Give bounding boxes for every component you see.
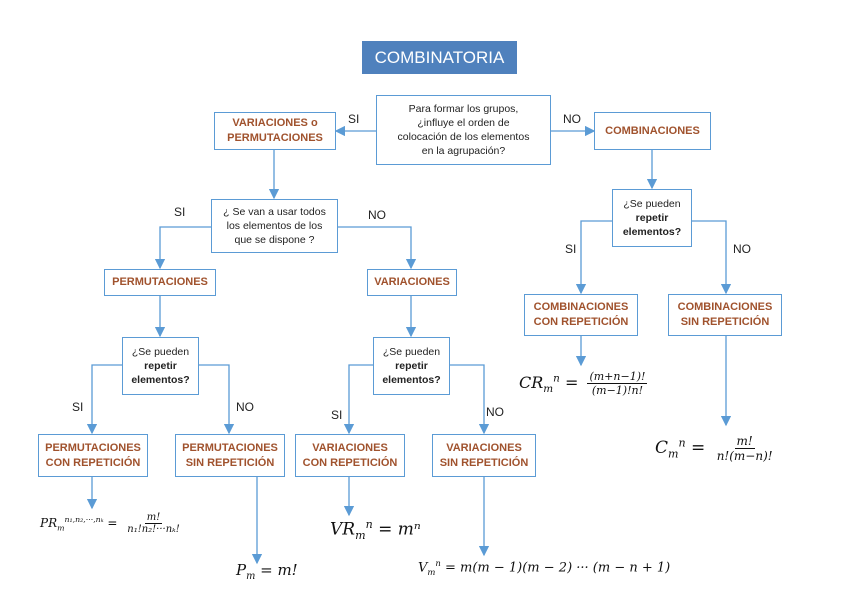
label-si-root: SI bbox=[348, 112, 360, 126]
formula-combinaciones-sin-repeticion: Cmn = m! n!(m−n)! bbox=[655, 434, 773, 463]
question-perm-repetir: ¿Se pueden repetir elementos? bbox=[122, 337, 199, 395]
node-combinaciones: COMBINACIONES bbox=[594, 112, 711, 150]
label-no-root: NO bbox=[563, 112, 581, 126]
node-variaciones-o-permutaciones: VARIACIONES o PERMUTACIONES bbox=[214, 112, 336, 150]
edge-qvar-si bbox=[343, 364, 373, 435]
question-root-line-4: en la agrupación? bbox=[421, 145, 506, 158]
question-var-repetir: ¿Se pueden repetir elementos? bbox=[373, 337, 450, 395]
label-si-var: SI bbox=[331, 408, 343, 422]
question-root: Para formar los grupos, ¿influye el orde… bbox=[376, 95, 551, 165]
question-todos-line-1: ¿ Se van a usar todos bbox=[223, 205, 326, 218]
edge-todos-no bbox=[338, 226, 417, 270]
label-no-var: NO bbox=[486, 405, 504, 419]
node-variaciones-con-repeticion: VARIACIONES CON REPETICIÓN bbox=[295, 434, 405, 477]
node-combinaciones-sin-repeticion: COMBINACIONES SIN REPETICIÓN bbox=[668, 294, 782, 336]
node-permutaciones-con-repeticion: PERMUTACIONES CON REPETICIÓN bbox=[38, 434, 148, 477]
edge-qcomb-si bbox=[575, 220, 612, 295]
formula-permutaciones-sin-repeticion: Pm = m! bbox=[236, 561, 298, 582]
node-variaciones-sin-repeticion: VARIACIONES SIN REPETICIÓN bbox=[432, 434, 536, 477]
formula-combinaciones-con-repeticion: CRmn = (m+n−1)! (m−1)!n! bbox=[519, 370, 648, 397]
formula-permutaciones-con-repeticion: PRmn₁,n₂,···,nₖ = m! n₁!n₂!···nₖ! bbox=[40, 512, 180, 535]
question-todos: ¿ Se van a usar todos los elementos de l… bbox=[211, 199, 338, 253]
edge-qperm-si bbox=[86, 364, 122, 435]
page-title: COMBINATORIA bbox=[362, 41, 517, 74]
formula-variaciones-sin-repeticion: Vmn = m(m − 1)(m − 2) ··· (m − n + 1) bbox=[418, 558, 671, 577]
node-combinaciones-con-repeticion: COMBINACIONES CON REPETICIÓN bbox=[524, 294, 638, 336]
question-todos-line-2: los elementos de los bbox=[226, 219, 323, 232]
question-comb-repetir: ¿Se pueden repetir elementos? bbox=[612, 189, 692, 247]
question-root-line-2: ¿influye el orden de bbox=[417, 116, 510, 129]
label-si-comb: SI bbox=[565, 242, 577, 256]
label-no-perm: NO bbox=[236, 400, 254, 414]
question-todos-line-3: que se dispone ? bbox=[234, 234, 315, 247]
label-si-perm: SI bbox=[72, 400, 84, 414]
question-root-line-3: colocación de los elementos bbox=[397, 131, 530, 143]
node-variaciones: VARIACIONES bbox=[367, 269, 457, 296]
label-si-todos: SI bbox=[174, 205, 186, 219]
edge-qcomb-no bbox=[692, 220, 732, 295]
edge-qperm-no bbox=[199, 364, 235, 435]
formula-variaciones-con-repeticion: VRmn = mⁿ bbox=[330, 518, 421, 543]
label-no-comb: NO bbox=[733, 242, 751, 256]
edge-qvar-no bbox=[450, 364, 490, 435]
node-permutaciones-sin-repeticion: PERMUTACIONES SIN REPETICIÓN bbox=[175, 434, 285, 477]
label-no-todos: NO bbox=[368, 208, 386, 222]
question-root-line-1: Para formar los grupos, bbox=[408, 102, 519, 115]
edge-todos-si bbox=[154, 226, 211, 270]
node-permutaciones: PERMUTACIONES bbox=[104, 269, 216, 296]
